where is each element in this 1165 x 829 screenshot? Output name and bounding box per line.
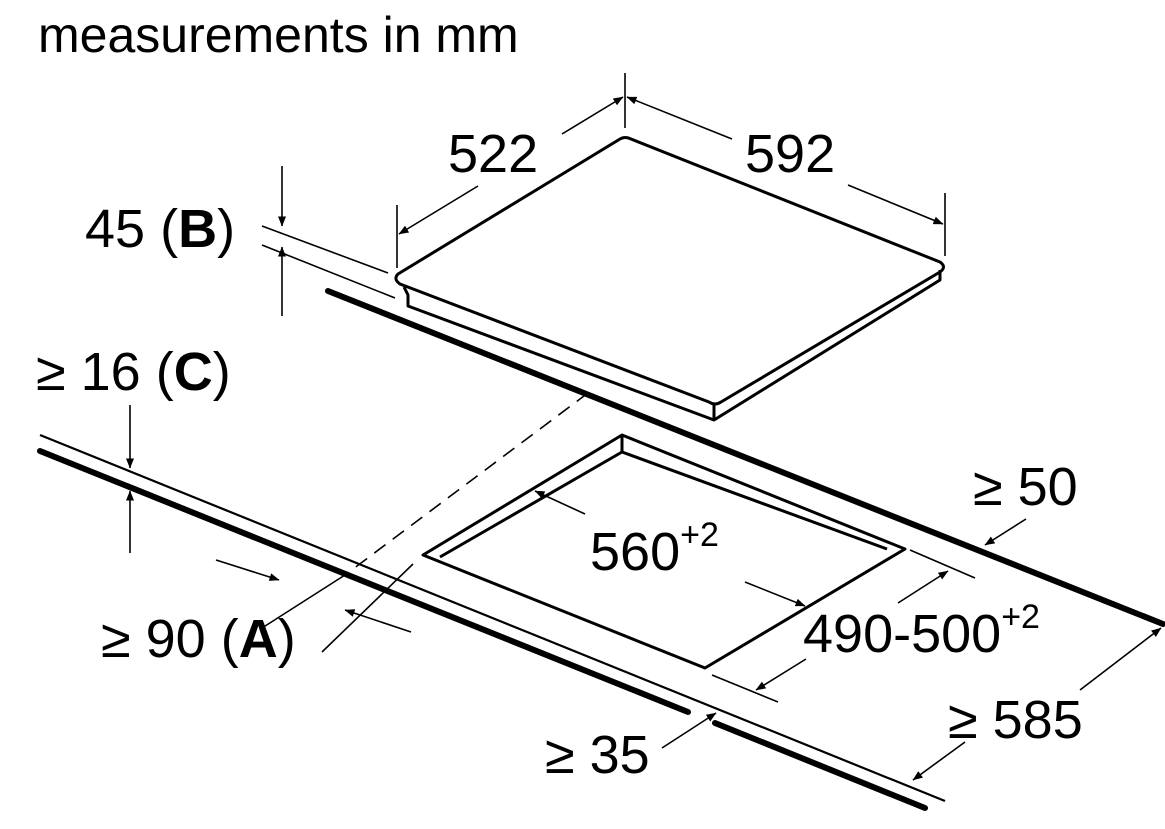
dim-45-label: 45 (B) xyxy=(85,199,235,259)
hob-base xyxy=(402,270,942,422)
dim-50-arrow xyxy=(984,518,1027,546)
worktop-front-top-edge xyxy=(39,433,946,803)
dim-560-arrow-right xyxy=(744,581,806,607)
dim-585-label: ≥ 585 xyxy=(948,690,1083,750)
dim-585-arrow-top xyxy=(1079,627,1162,691)
dim-560-arrow-left xyxy=(534,490,586,515)
worktop-front-bottom-edge xyxy=(37,448,691,715)
hob xyxy=(394,136,945,422)
dim-522-arrow-right xyxy=(561,96,624,135)
cutout-outline xyxy=(421,433,907,670)
dim-490-500-label: 490-500+2 xyxy=(803,598,1040,664)
dim-50-label: ≥ 50 xyxy=(973,457,1078,517)
dim-35-label: ≥ 35 xyxy=(545,725,650,785)
dim-592-label: 592 xyxy=(745,124,835,184)
worktop-front-bottom-edge-2 xyxy=(712,720,928,811)
dim-490-arrow-top xyxy=(897,570,949,604)
hob-alignment-dashed-line xyxy=(344,392,589,576)
dim-592-arrow-right xyxy=(847,184,944,225)
dim-90-arrow-left xyxy=(215,559,280,581)
cutout xyxy=(421,433,907,670)
dim-16-label: ≥ 16 (C) xyxy=(36,342,231,402)
worktop-rear-edge xyxy=(325,288,1165,627)
dim-560-label: 560+2 xyxy=(590,516,719,582)
dim-585-arrow-bottom xyxy=(912,741,966,781)
dim-90-arrow-right xyxy=(344,609,412,633)
dim-592-arrow-left xyxy=(626,96,733,140)
dim-522-label: 522 xyxy=(448,124,538,184)
dim-490-arrow-bottom xyxy=(755,658,807,691)
dim-90-label: ≥ 90 (A) xyxy=(101,609,296,669)
dim-522-arrow-left xyxy=(398,185,479,235)
diagram-title: measurements in mm xyxy=(38,7,519,63)
dim-35-arrow xyxy=(661,712,717,749)
